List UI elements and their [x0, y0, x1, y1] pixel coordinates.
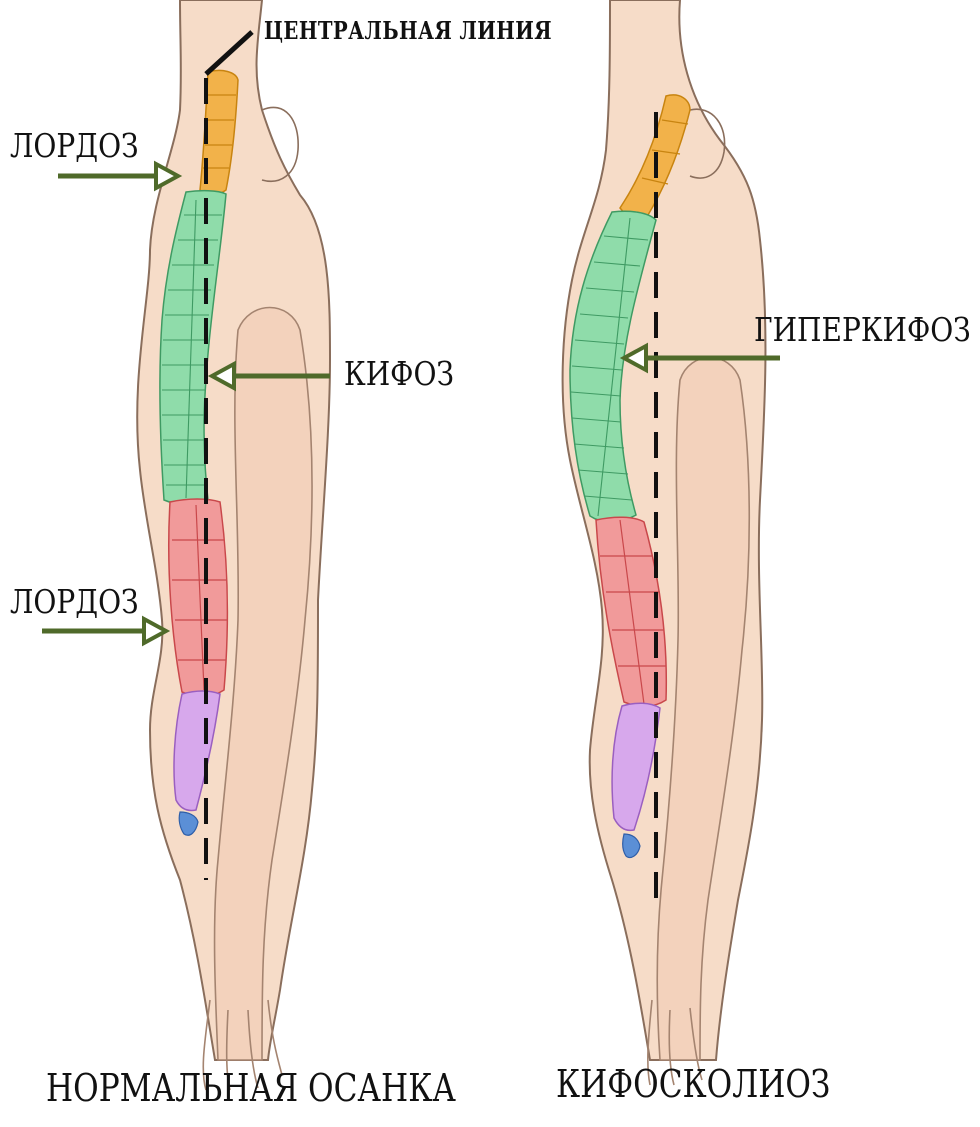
lumbar-spine-normal: [169, 499, 228, 696]
label-lordosis-lower: ЛОРДОЗ: [10, 582, 139, 621]
arrow-lordosis-upper: [58, 164, 178, 188]
caption-normal-posture: НОРМАЛЬНАЯ ОСАНКА: [46, 1066, 456, 1110]
label-kyphosis: КИФОЗ: [344, 354, 454, 393]
figure-kyphoscoliosis: [563, 0, 780, 1085]
label-lordosis-upper: ЛОРДОЗ: [10, 126, 139, 165]
label-central-line: ЦЕНТРАЛЬНАЯ ЛИНИЯ: [264, 16, 552, 45]
caption-kyphoscoliosis: КИФОСКОЛИОЗ: [556, 1062, 830, 1106]
arrow-lordosis-lower: [42, 619, 166, 643]
label-hyperkyphosis: ГИПЕРКИФОЗ: [754, 310, 971, 349]
